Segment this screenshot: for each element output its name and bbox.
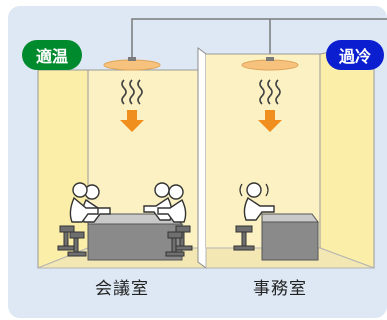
down-arrow-icon (258, 110, 282, 132)
chair-icon (233, 225, 255, 251)
chair-icon (57, 225, 87, 257)
status-badge-office: 過冷 (326, 40, 384, 70)
person-icon (243, 182, 275, 221)
down-arrow-icon (120, 110, 144, 132)
person-icon (157, 184, 187, 223)
shiver-lines-icon (239, 183, 269, 197)
room-label-meeting: 会議室 (95, 279, 149, 299)
meeting-table (87, 213, 184, 261)
heat-wave-icon (121, 79, 143, 105)
duct-line (131, 18, 387, 58)
person-icon (69, 182, 99, 223)
room-label-office: 事務室 (253, 279, 307, 299)
partition-wall (197, 47, 207, 269)
heat-wave-icon (259, 79, 281, 105)
ceiling-ac-icon (103, 57, 161, 71)
ceiling-ac-icon (241, 57, 299, 71)
status-badge-meeting: 適温 (22, 40, 82, 70)
chair-icon (165, 225, 193, 257)
office-desk (261, 213, 319, 261)
